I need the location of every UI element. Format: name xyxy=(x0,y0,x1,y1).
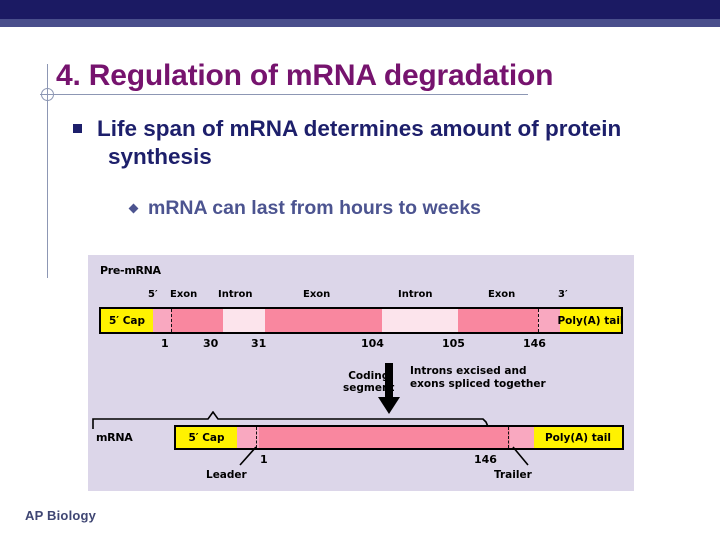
leader-label: Leader xyxy=(206,469,247,481)
pre-mrna-number-5: 146 xyxy=(523,337,546,350)
pre-mrna-number-3: 104 xyxy=(361,337,384,350)
bullet-level1-text: Life span of mRNA determines amount of p… xyxy=(97,116,622,169)
down-arrow-icon xyxy=(385,363,393,399)
pre-mrna-tail-label: Poly(A) tail xyxy=(557,314,624,327)
header-band-dark xyxy=(0,0,720,19)
mrna-tail-label: Poly(A) tail xyxy=(544,431,612,444)
pre-mrna-segment-exon-2 xyxy=(171,309,223,332)
diamond-bullet-icon xyxy=(128,203,139,214)
horizontal-rule xyxy=(40,94,528,95)
mrna-number-1: 146 xyxy=(474,453,497,466)
mrna-tick-0 xyxy=(256,427,257,448)
pre-mrna-segment-cap-0 xyxy=(101,309,153,332)
pre-mrna-segment-exon-4 xyxy=(265,309,382,332)
splice-annotation: Introns excised and exons spliced togeth… xyxy=(410,365,546,391)
bullet-level2: mRNA can last from hours to weeks xyxy=(128,196,690,220)
pre-mrna-annotation-2: Intron xyxy=(218,289,253,300)
pre-mrna-number-2: 31 xyxy=(251,337,267,350)
mrna-segment-cap-0 xyxy=(176,427,237,448)
splice-line2: exons spliced together xyxy=(410,378,546,390)
mrna-segment-utr-1 xyxy=(237,427,259,448)
footer-text: AP Biology xyxy=(25,508,97,523)
bullet-level2-text: mRNA can last from hours to weeks xyxy=(148,197,482,219)
bullet-level1: Life span of mRNA determines amount of p… xyxy=(73,115,693,171)
vertical-rule xyxy=(47,64,48,278)
mrna-segment-utr-3 xyxy=(510,427,534,448)
pre-mrna-cap-label: 5′ Cap xyxy=(108,314,146,327)
coding-segment-line1: Coding xyxy=(348,370,390,382)
mrna-number-0: 1 xyxy=(260,453,268,466)
pre-mrna-bar: 5′ Cap Poly(A) tail xyxy=(99,307,624,334)
pre-mrna-annotation-3: Exon xyxy=(303,289,331,300)
coding-segment-label: Coding segment xyxy=(343,370,394,394)
pre-mrna-number-1: 30 xyxy=(203,337,219,350)
mrna-tick-1 xyxy=(508,427,509,448)
coding-segment-brace-icon xyxy=(92,411,490,429)
mrna-segment-tail-4 xyxy=(534,427,622,448)
down-arrow-head-icon xyxy=(378,397,400,414)
pre-mrna-segment-exon-6 xyxy=(458,309,538,332)
splice-line1: Introns excised and xyxy=(410,365,527,377)
ring-icon xyxy=(41,88,54,101)
pre-mrna-annotation-4: Intron xyxy=(398,289,433,300)
pre-mrna-annotation-0: 5′ xyxy=(148,289,158,300)
pre-mrna-segment-intron-5 xyxy=(382,309,458,332)
pre-mrna-tick-0 xyxy=(171,309,172,332)
pre-mrna-row-label: Pre-mRNA xyxy=(100,264,161,277)
coding-segment-line2: segment xyxy=(343,382,395,394)
mrna-processing-diagram: Pre-mRNA 5′ Exon Intron Exon Intron Exon 3′ 5′… xyxy=(88,255,634,491)
pre-mrna-tick-1 xyxy=(538,309,539,332)
square-bullet-icon xyxy=(73,123,82,133)
mrna-row-label: mRNA xyxy=(96,431,133,444)
pre-mrna-annotation-6: 3′ xyxy=(558,289,568,300)
trailer-label: Trailer xyxy=(494,469,532,481)
pre-mrna-annotation-1: Exon xyxy=(170,289,198,300)
mrna-cap-label: 5′ Cap xyxy=(188,431,225,444)
pre-mrna-number-0: 1 xyxy=(161,337,169,350)
pre-mrna-segment-utr-7 xyxy=(538,309,560,332)
pre-mrna-segment-intron-3 xyxy=(223,309,265,332)
pre-mrna-segment-tail-8 xyxy=(560,309,621,332)
page-title: 4. Regulation of mRNA degradation xyxy=(56,59,554,92)
mrna-bar: 5′ Cap Poly(A) tail xyxy=(174,425,624,450)
pre-mrna-annotation-5: Exon xyxy=(488,289,516,300)
pre-mrna-number-4: 105 xyxy=(442,337,465,350)
header-band-light xyxy=(0,19,720,27)
pre-mrna-segment-utr-1 xyxy=(153,309,171,332)
mrna-segment-exon-2 xyxy=(259,427,510,448)
